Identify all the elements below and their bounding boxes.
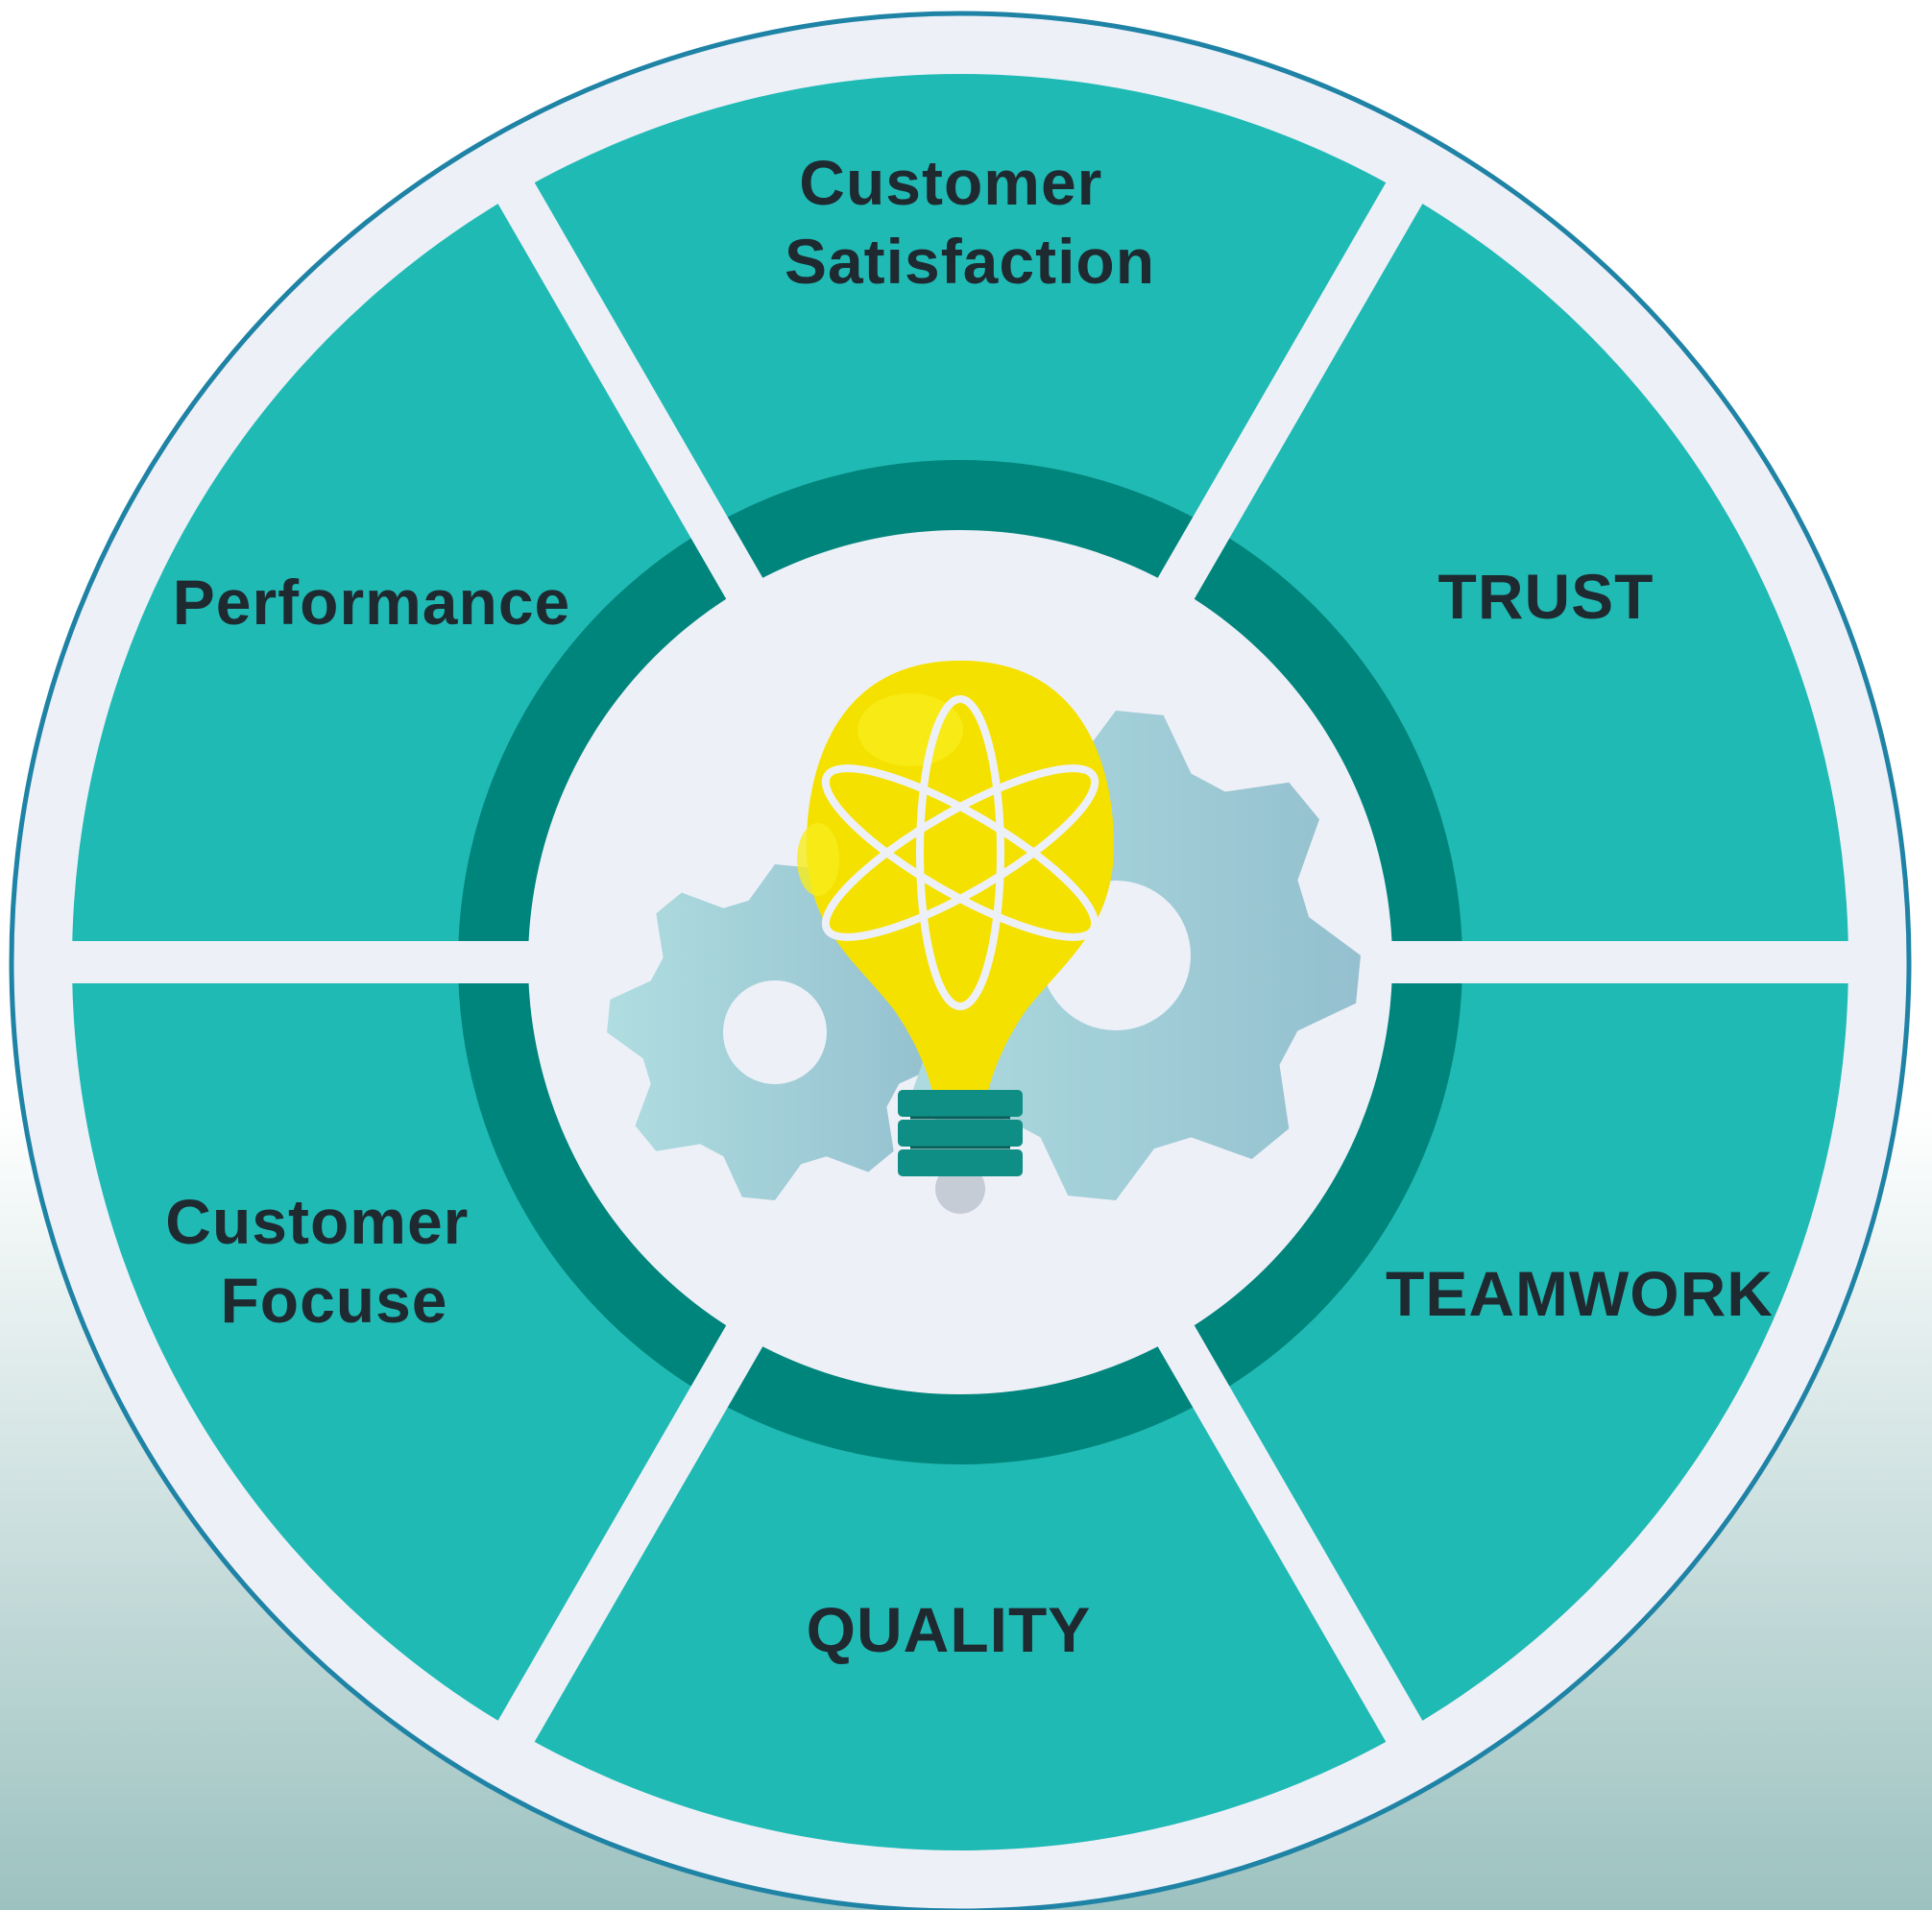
segment-customer-satisfaction <box>516 73 1405 605</box>
label-performance-line-1: Performance <box>173 567 571 638</box>
label-customer-focuse-line-2: Focuse <box>220 1265 447 1336</box>
spoke-gaps <box>62 174 1858 1751</box>
label-quality: QUALITY <box>807 1594 1092 1665</box>
segment-quality <box>516 1319 1405 1851</box>
bulb-base-icon <box>898 1090 1023 1176</box>
label-trust: TRUST <box>1438 561 1654 632</box>
label-quality-line-1: QUALITY <box>807 1594 1092 1665</box>
label-customer-satisfaction-line-1: Customer <box>799 147 1102 218</box>
label-customer-satisfaction: Customer Satisfaction <box>785 147 1155 297</box>
label-trust-line-1: TRUST <box>1438 561 1654 632</box>
atom-icon <box>821 695 1099 1010</box>
lightbulb-icon <box>797 661 1114 1214</box>
lightbulb-with-atom-and-gears-icon <box>607 661 1361 1214</box>
spoke-gap <box>493 1305 775 1751</box>
label-customer-satisfaction-line-2: Satisfaction <box>785 226 1155 297</box>
label-performance: Performance <box>173 567 571 638</box>
label-teamwork-line-1: TEAMWORK <box>1386 1258 1774 1329</box>
label-teamwork: TEAMWORK <box>1386 1258 1774 1329</box>
label-customer-focuse: Customer Focuse <box>165 1186 487 1336</box>
spoke-gap <box>1146 174 1428 619</box>
label-customer-focuse-line-1: Customer <box>165 1186 469 1257</box>
spoke-gap <box>1146 1305 1428 1751</box>
spoke-gap <box>493 174 775 619</box>
